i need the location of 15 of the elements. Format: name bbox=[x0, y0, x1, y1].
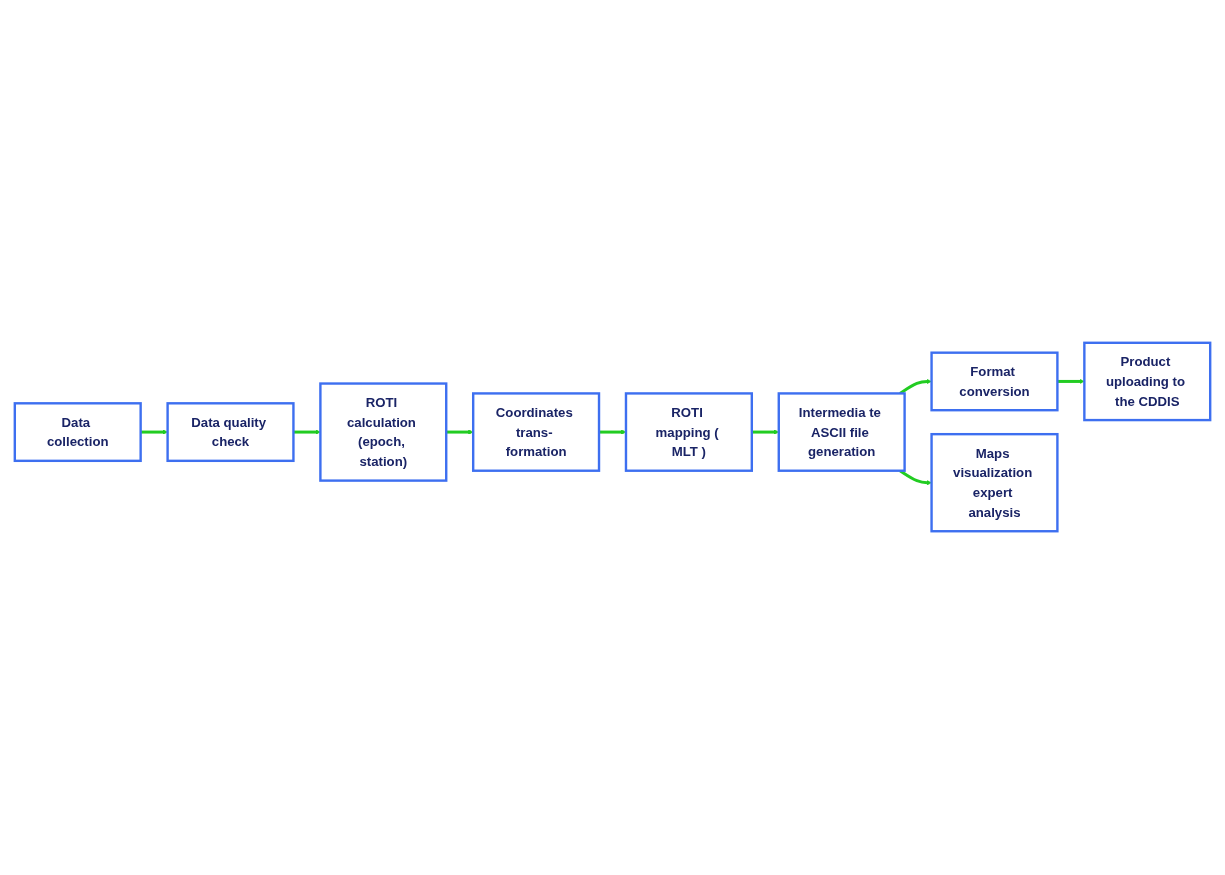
node-box: ROTI mapping ( MLT ) bbox=[624, 392, 753, 473]
arrow bbox=[140, 429, 168, 436]
node-box: Intermedia te ASCII file generation bbox=[777, 392, 906, 473]
arrow bbox=[751, 429, 779, 436]
node-box: Maps visualization expert analysis bbox=[930, 433, 1059, 533]
arrow bbox=[293, 429, 321, 436]
node-box: Coordinates trans- formation bbox=[472, 392, 601, 473]
arrow bbox=[899, 469, 932, 486]
node-box: Data collection bbox=[13, 402, 142, 463]
node-box: Product uploading to the CDDIS bbox=[1083, 342, 1212, 422]
node-box: Format conversion bbox=[930, 351, 1059, 412]
arrow bbox=[446, 429, 474, 436]
node-box: Data quality check bbox=[166, 402, 295, 463]
node-box: ROTI calculation (epoch, station) bbox=[319, 382, 448, 483]
arrow bbox=[1057, 379, 1085, 385]
